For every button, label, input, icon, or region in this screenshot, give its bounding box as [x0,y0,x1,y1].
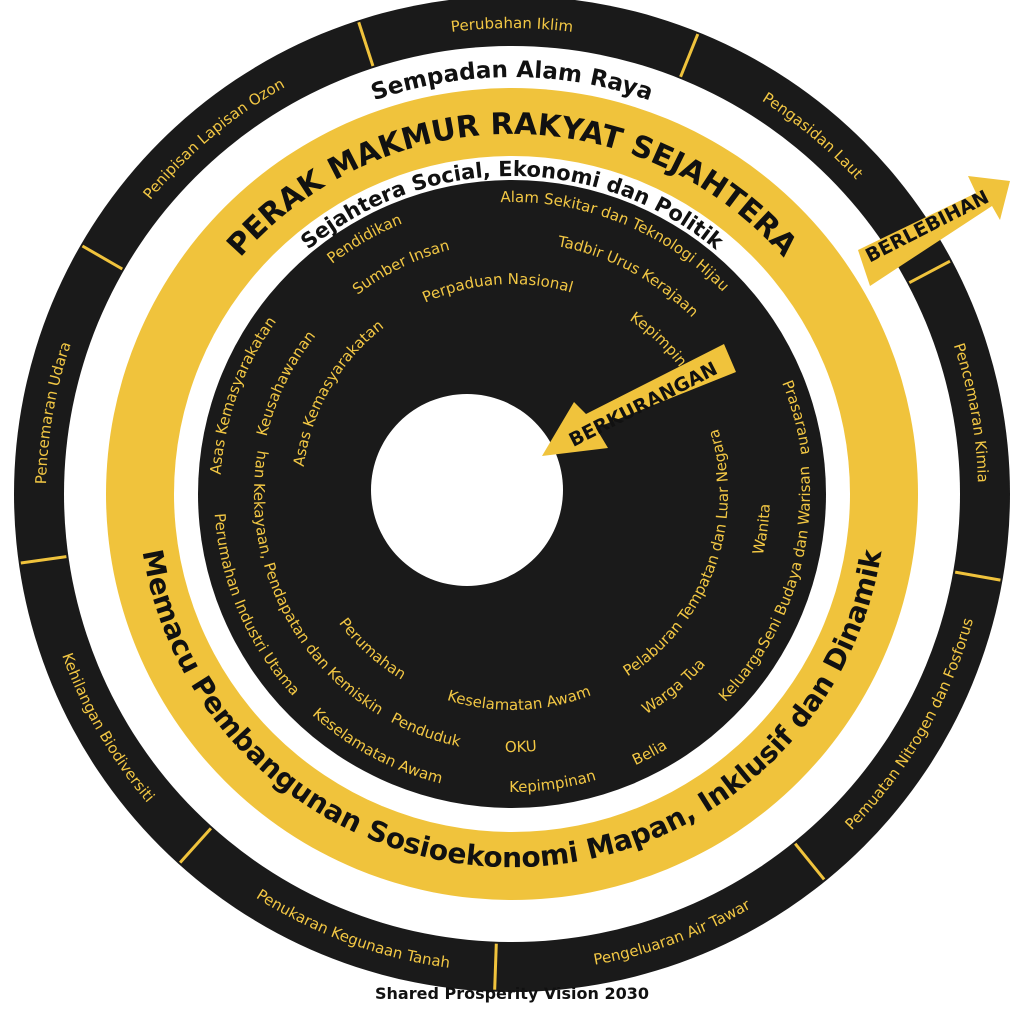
outer-divider [493,943,498,990]
arrow-inward-shape [542,344,736,456]
outer-divider [20,555,67,565]
caption: Shared Prosperity Vision 2030 [374,984,649,1003]
outer-segment-label: Perubahan Iklim [450,14,574,36]
outer-divider [81,244,124,271]
outer-divider [178,827,213,864]
outer-divider [908,259,951,285]
outer-divider [357,21,375,67]
outer-ring-dividers [20,21,1001,990]
inner-ring-label: OKU [505,737,538,756]
outer-divider [679,33,700,78]
outer-segment-text: Perubahan Iklim [450,14,574,36]
arrow-outward-shape [858,176,1010,286]
outer-divider [954,570,1001,582]
center-hole [371,394,563,586]
inner-ring-text: OKU [505,737,538,756]
outer-divider [794,842,826,881]
